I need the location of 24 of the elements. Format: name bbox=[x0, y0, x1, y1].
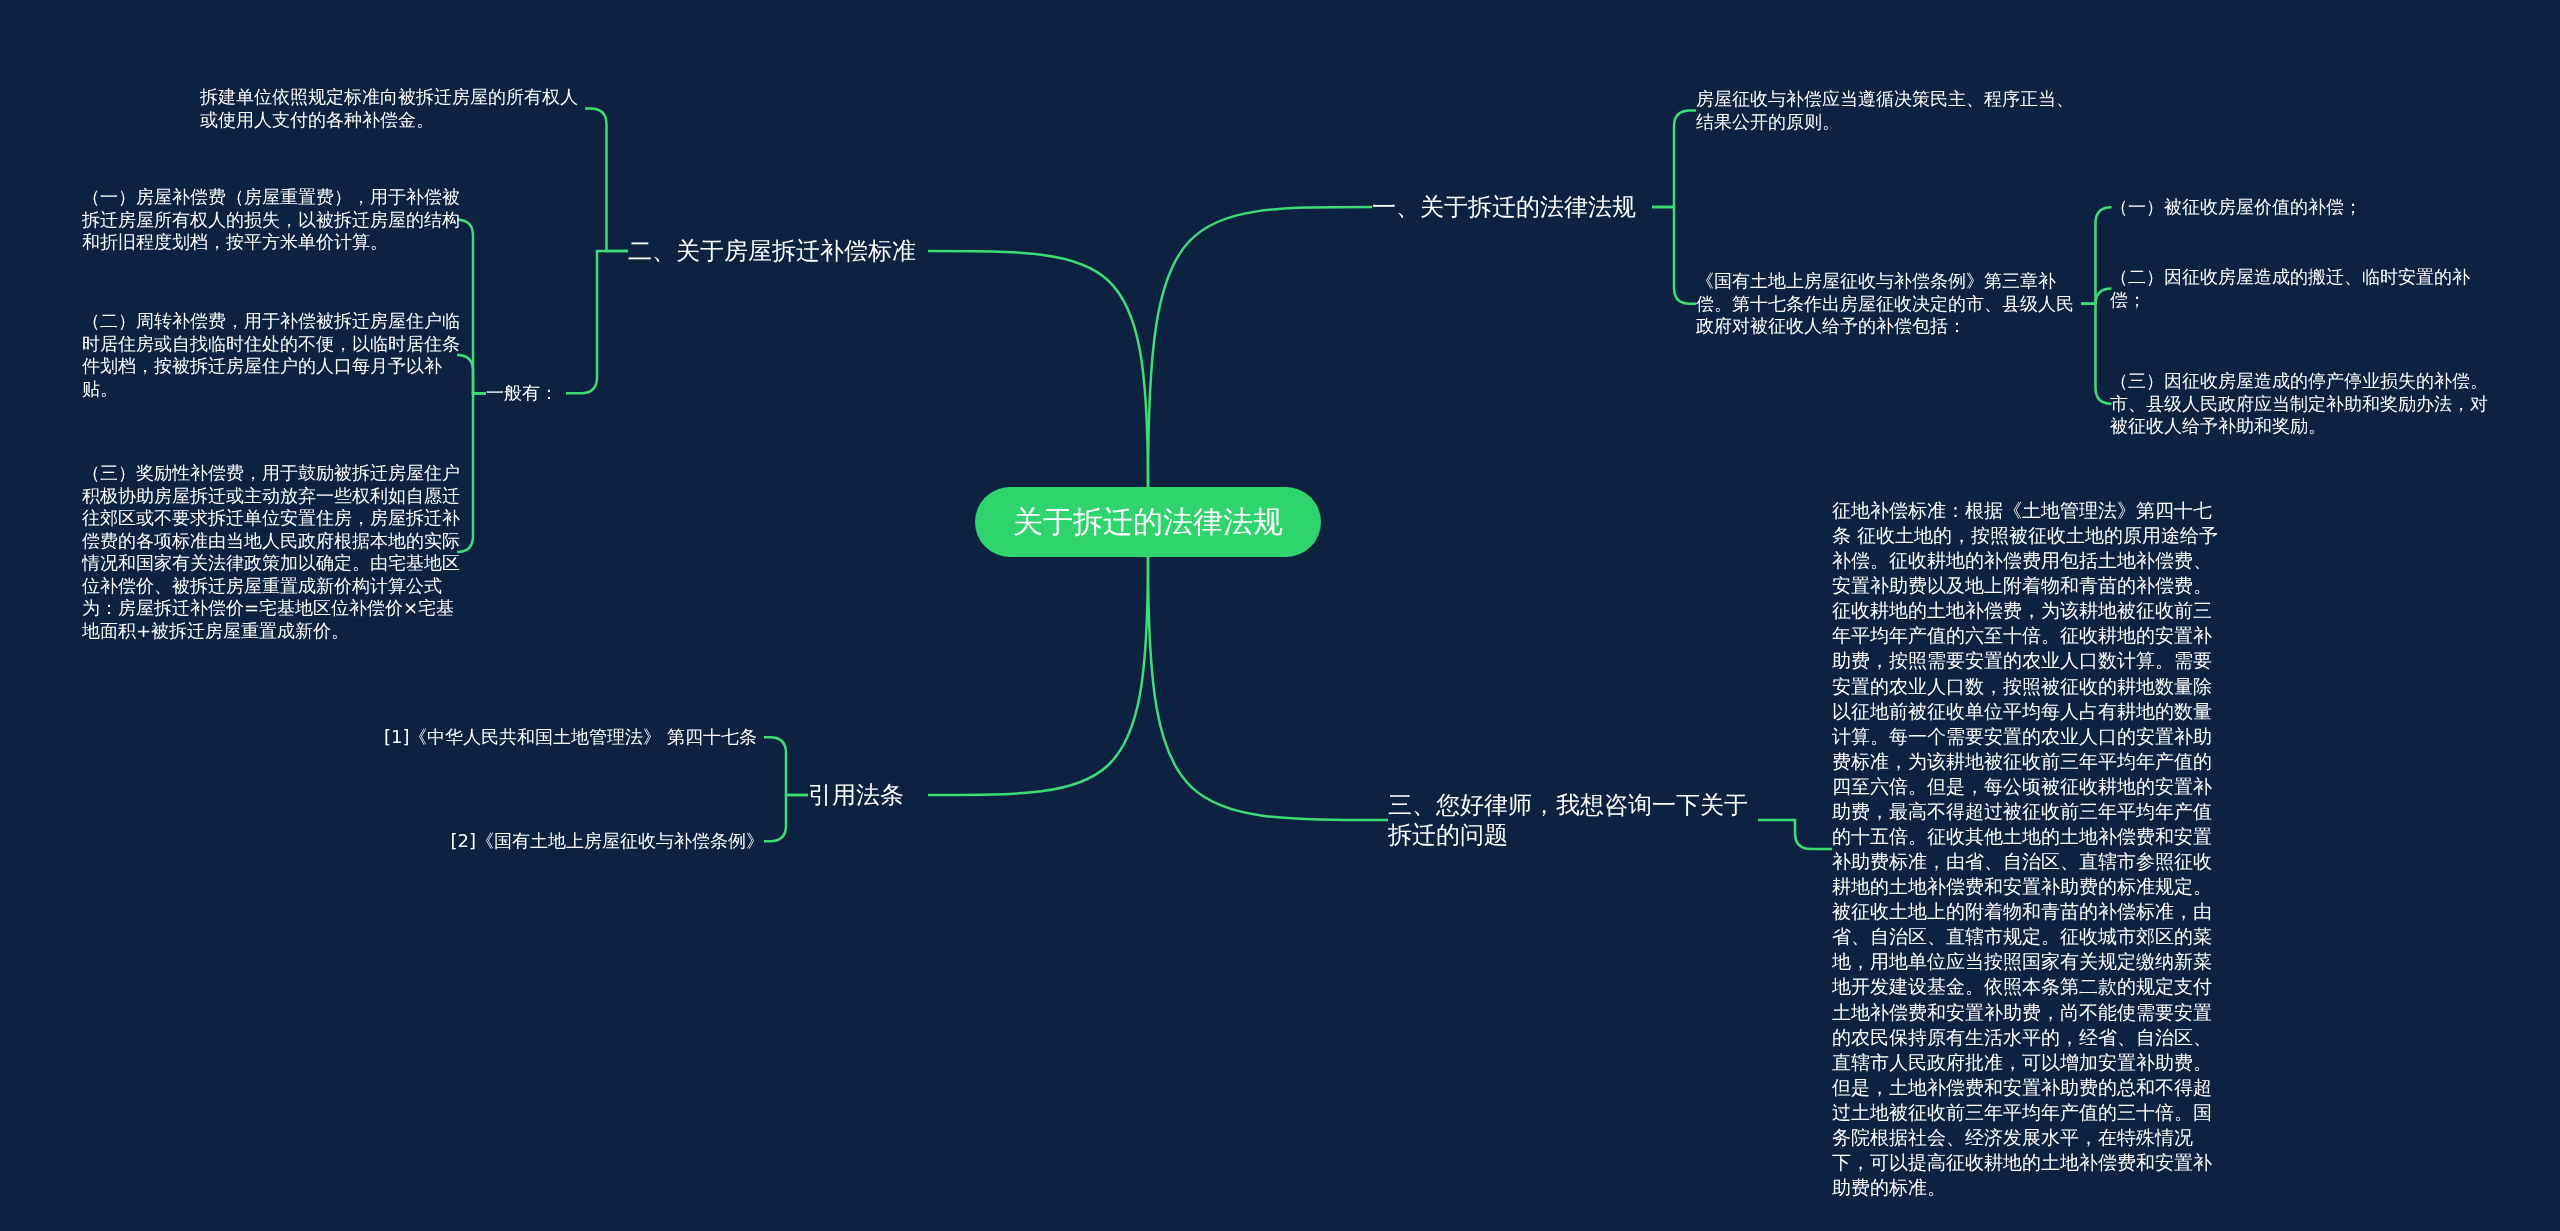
subtopic-text: （二）周转补偿费，用于补偿被拆迁房屋住户临时居住房或自找临时住处的不便，以临时居住条件划档，按被拆迁房屋住户的人口每月予以补贴。 bbox=[82, 310, 460, 400]
central-topic-pill: 关于拆迁的法律法规 bbox=[975, 487, 1321, 557]
subtopic-text: [2]《国有土地上房屋征收与补偿条例》 bbox=[449, 830, 764, 853]
connector-line bbox=[928, 557, 1150, 797]
branch-topic-text: 一、关于拆迁的法律法规 bbox=[1372, 192, 1637, 222]
connector-line bbox=[455, 392, 486, 554]
subtopic-text: （一）房屋补偿费（房屋重置费），用于补偿被拆迁房屋所有权人的损失，以被拆迁房屋的结构和折旧程度划档，按平方米单价计算。 bbox=[82, 186, 460, 254]
connector-line bbox=[764, 793, 808, 843]
subtopic-text: 征地补偿标准：根据《土地管理法》第四十七条 征收土地的，按照被征收土地的原用途给予补偿。征收耕地的补偿费用包括土地补偿费、安置补助费以及地上附着物和青苗的补偿费。征收耕地的土地补偿费，为该耕地被征收前三年平均年产值的六至十倍。征收耕地的安置补助费，按照需要安置的农业人口数计算。需要安置的农业人口数，按照被征收的耕地数量除以征地前被征收单位平均每人占有耕地的数量计算。每一个需要安置的农业人口的安置补助费标准，为该耕地被征收前三年平均年产值的四至六倍。但是，每公顷被征收耕地的安置补助费，最高不得超过被征收前三年平均年产值的十五倍。征收其他土地的土地补偿费和安置补助费标准，由省、自治区、直辖市参照征收耕地的土地补偿费和安置补助费的标准规定。被征收土地上的附着物和青苗的补偿标准，由省、自治区、直辖市规定。征收城市郊区的菜地，用地单位应当按照国家有关规定缴纳新菜地开发建设基金。依照本条第二款的规定支付土地补偿费和安置补助费，尚不能使需要安置的农民保持原有生活水平的，经省、自治区、直辖市人民政府批准，可以增加安置补助费。但是，土地补偿费和安置补助费的总和不得超过土地被征收前三年平均年产值的三十倍。国务院根据社会、经济发展水平，在特殊情况下，可以提高征收耕地的土地补偿费和安置补助费的标准。 bbox=[1832, 498, 2220, 1201]
connector-line bbox=[2081, 302, 2113, 405]
branch-topic-text: 二、关于房屋拆迁补偿标准 bbox=[628, 236, 917, 266]
subtopic-text: 拆建单位依照规定标准向被拆迁房屋的所有权人或使用人支付的各种补偿金。 bbox=[200, 86, 579, 131]
subtopic-text: （三）奖励性补偿费，用于鼓励被拆迁房屋住户积极协助房屋拆迁或主动放弃一些权利如自愿迁往郊区或不要求拆迁单位安置住房，房屋拆迁补偿费的各项标准由当地人民政府根据本地的实际情况和国家有关法律政策加以确定。由宅基地区位补偿价、被拆迁房屋重置成新价构计算公式为：房屋拆迁补偿价=宅基地区位补偿价×宅基地面积+被拆迁房屋重置成新价。 bbox=[82, 462, 460, 642]
subtopic-text: 《国有土地上房屋征收与补偿条例》第三章补偿。第十七条作出房屋征收决定的市、县级人民政府对被征收人给予的补偿包括： bbox=[1696, 270, 2075, 338]
connector-line bbox=[1758, 818, 1832, 851]
subtopic-text: [1]《中华人民共和国土地管理法》 第四十七条 bbox=[384, 726, 759, 749]
subtopic-text: 一般有： bbox=[486, 382, 559, 405]
subtopic-text: （二）因征收房屋造成的搬迁、临时安置的补偿； bbox=[2110, 266, 2471, 311]
branch-topic-text: 三、您好律师，我想咨询一下关于拆迁的问题 bbox=[1388, 790, 1749, 850]
subtopic-text: （三）因征收房屋造成的停产停业损失的补偿。市、县级人民政府应当制定补助和奖励办法，对被征收人给予补助和奖励。 bbox=[2110, 370, 2489, 438]
subtopic-text: 房屋征收与补偿应当遵循决策民主、程序正当、结果公开的原则。 bbox=[1696, 88, 2075, 133]
branch-topic-text: 引用法条 bbox=[808, 780, 905, 810]
connector-line bbox=[928, 249, 1150, 487]
subtopic-text: （一）被征收房屋价值的补偿； bbox=[2110, 196, 2363, 219]
